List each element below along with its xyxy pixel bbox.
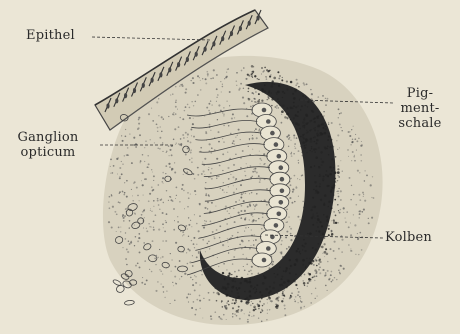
label-pigmentschale: Pig- ment- schale [385,86,455,131]
label-ment: ment- [385,101,455,116]
label-ganglion-opticum: Ganglion opticum [8,130,88,160]
label-schale: schale [385,116,455,131]
label-opticum: opticum [8,145,88,160]
label-epithel: Epithel [26,28,75,43]
label-kolben: Kolben [385,230,432,245]
label-pig: Pig- [385,86,455,101]
label-ganglion: Ganglion [8,130,88,145]
